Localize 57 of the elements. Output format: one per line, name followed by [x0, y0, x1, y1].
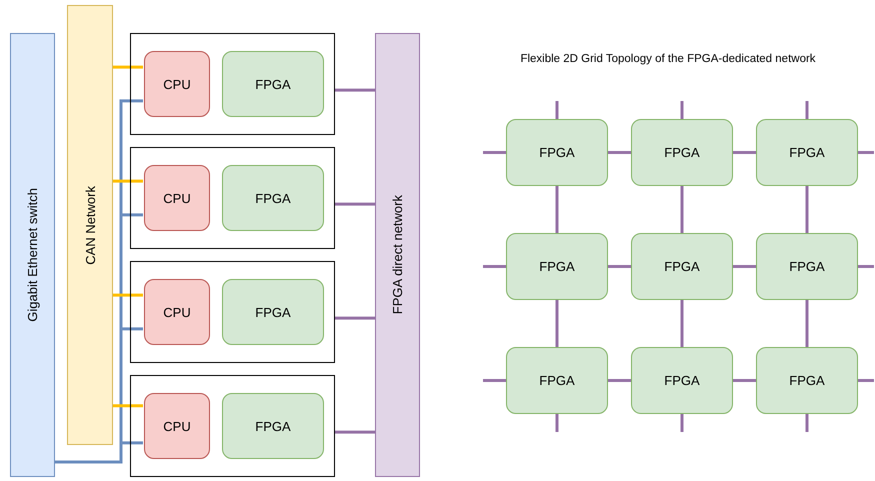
- connector-line: [113, 66, 143, 69]
- connector-line: [556, 414, 558, 432]
- connector-line: [806, 300, 808, 347]
- connector-line: [335, 316, 375, 320]
- cpu-node: CPU: [144, 279, 210, 345]
- connector-line: [556, 186, 558, 233]
- connector-line: [680, 186, 684, 233]
- connector-line: [113, 294, 143, 297]
- connector-line: [858, 265, 874, 268]
- fpga-node: FPGA: [756, 119, 858, 186]
- server-box: [130, 33, 335, 135]
- fpga-node: FPGA: [631, 233, 733, 300]
- fpga-node: FPGA: [222, 51, 324, 117]
- connector-line: [608, 265, 631, 268]
- connector-line: [680, 101, 684, 119]
- fpga-node: FPGA: [506, 233, 608, 300]
- network-bar: CAN Network: [67, 5, 113, 445]
- server-box: [130, 375, 335, 477]
- fpga-node: FPGA: [506, 119, 608, 186]
- server-box: [130, 147, 335, 249]
- cpu-node: CPU: [144, 165, 210, 231]
- fpga-node: FPGA: [756, 233, 858, 300]
- connector-line: [113, 404, 143, 408]
- connector-line: [608, 379, 631, 382]
- connector-line: [335, 88, 375, 92]
- fpga-node: FPGA: [222, 165, 324, 231]
- network-bar: Gigabit Ethernet switch: [10, 33, 55, 477]
- cpu-node: CPU: [144, 51, 210, 117]
- connector-line: [608, 151, 631, 154]
- connector-line: [483, 151, 506, 154]
- connector-line: [335, 202, 375, 206]
- fpga-node: FPGA: [222, 393, 324, 459]
- connector-line: [733, 379, 756, 382]
- connector-line: [483, 379, 506, 382]
- connector-line: [806, 101, 808, 119]
- connector-line: [680, 300, 684, 347]
- diagram-title: Flexible 2D Grid Topology of the FPGA-dedicated network: [519, 53, 817, 65]
- fpga-node: FPGA: [756, 347, 858, 414]
- connector-line: [858, 379, 874, 382]
- network-bar: FPGA direct network: [375, 33, 420, 477]
- fpga-node: FPGA: [631, 119, 733, 186]
- connector-line: [733, 265, 756, 268]
- cpu-node: CPU: [144, 393, 210, 459]
- connector-line: [113, 180, 143, 183]
- fpga-node: FPGA: [222, 279, 324, 345]
- connector-line: [806, 186, 808, 233]
- connector-line: [335, 430, 375, 434]
- connector-line: [733, 151, 756, 154]
- connector-line: [858, 151, 874, 154]
- connector-line: [483, 265, 506, 268]
- connector-line: [806, 414, 808, 432]
- server-box: [130, 261, 335, 363]
- fpga-node: FPGA: [631, 347, 733, 414]
- fpga-node: FPGA: [506, 347, 608, 414]
- connector-line: [680, 414, 684, 432]
- connector-line: [556, 101, 558, 119]
- connector-line: [556, 300, 558, 347]
